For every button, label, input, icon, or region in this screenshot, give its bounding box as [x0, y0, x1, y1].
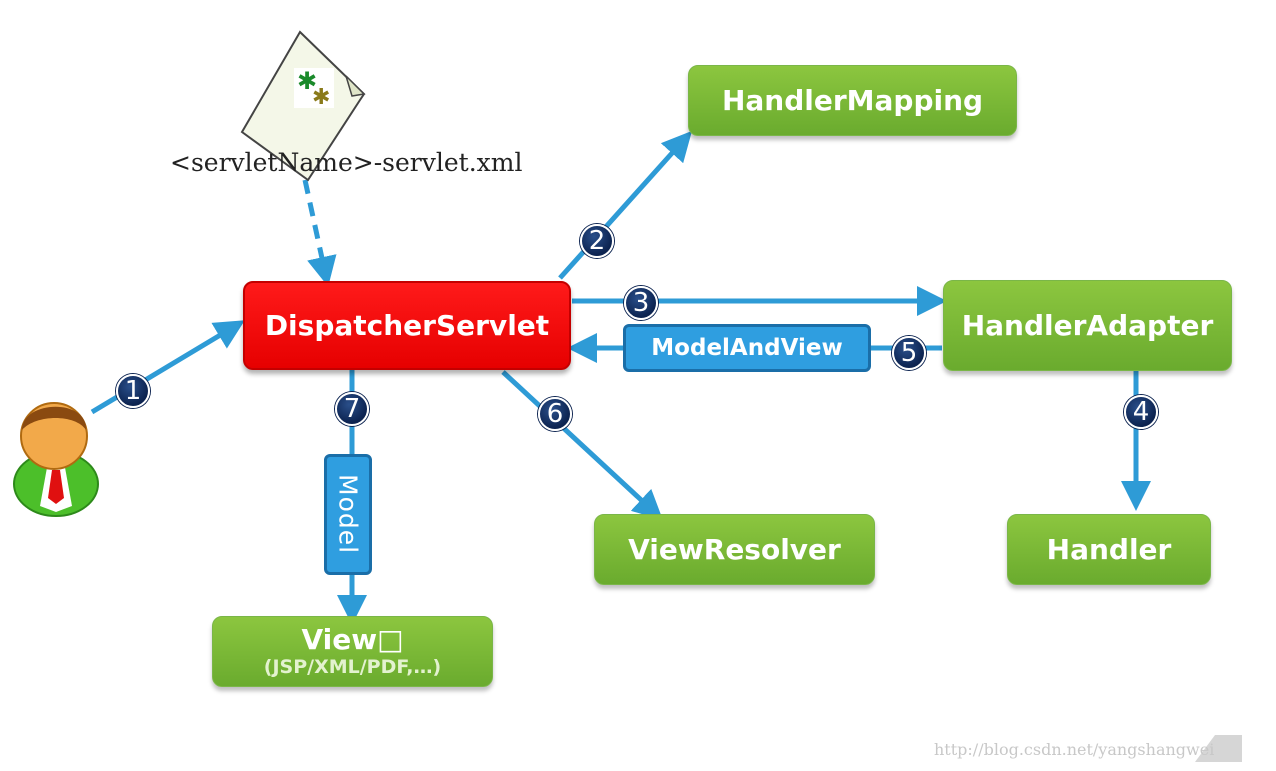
step-badge-3: 3 [624, 286, 658, 320]
model-and-view-box: ModelAndView [623, 324, 871, 372]
step-badge-6: 6 [538, 397, 572, 431]
handler-mapping-label: HandlerMapping [721, 84, 984, 117]
handler-mapping-box: HandlerMapping [688, 65, 1017, 136]
view-box: View□ (JSP/XML/PDF,…) [212, 616, 493, 687]
watermark-corner [1195, 735, 1242, 762]
config-arrow [302, 179, 337, 287]
model-label: Model [333, 474, 363, 555]
dispatcher-servlet-box: DispatcherServlet [243, 281, 571, 370]
step-badge-4: 4 [1124, 395, 1158, 429]
arrow-step-2 [558, 130, 693, 280]
svg-text:✱: ✱ [297, 67, 317, 95]
view-resolver-box: ViewResolver [594, 514, 875, 585]
view-resolver-label: ViewResolver [628, 533, 841, 566]
handler-adapter-box: HandlerAdapter [943, 280, 1232, 371]
view-title: View□ [301, 622, 404, 656]
handler-box: Handler [1007, 514, 1211, 585]
model-box: Model [324, 454, 372, 575]
model-and-view-label: ModelAndView [651, 335, 843, 361]
step-badge-2: 2 [580, 224, 614, 258]
watermark-text: http://blog.csdn.net/yangshangwei [934, 740, 1215, 759]
handler-label: Handler [1046, 533, 1172, 566]
step-badge-7: 7 [335, 392, 369, 426]
svg-text:✱: ✱ [312, 85, 330, 110]
config-file-label: <servletName>-servlet.xml [170, 148, 523, 177]
handler-adapter-label: HandlerAdapter [961, 309, 1214, 342]
step-badge-1: 1 [116, 374, 150, 408]
dispatcher-servlet-label: DispatcherServlet [264, 309, 550, 342]
arrow-step-1 [90, 320, 245, 415]
step-badge-5: 5 [892, 336, 926, 370]
view-subtitle: (JSP/XML/PDF,…) [263, 656, 442, 679]
arrow-step-6 [501, 370, 664, 521]
